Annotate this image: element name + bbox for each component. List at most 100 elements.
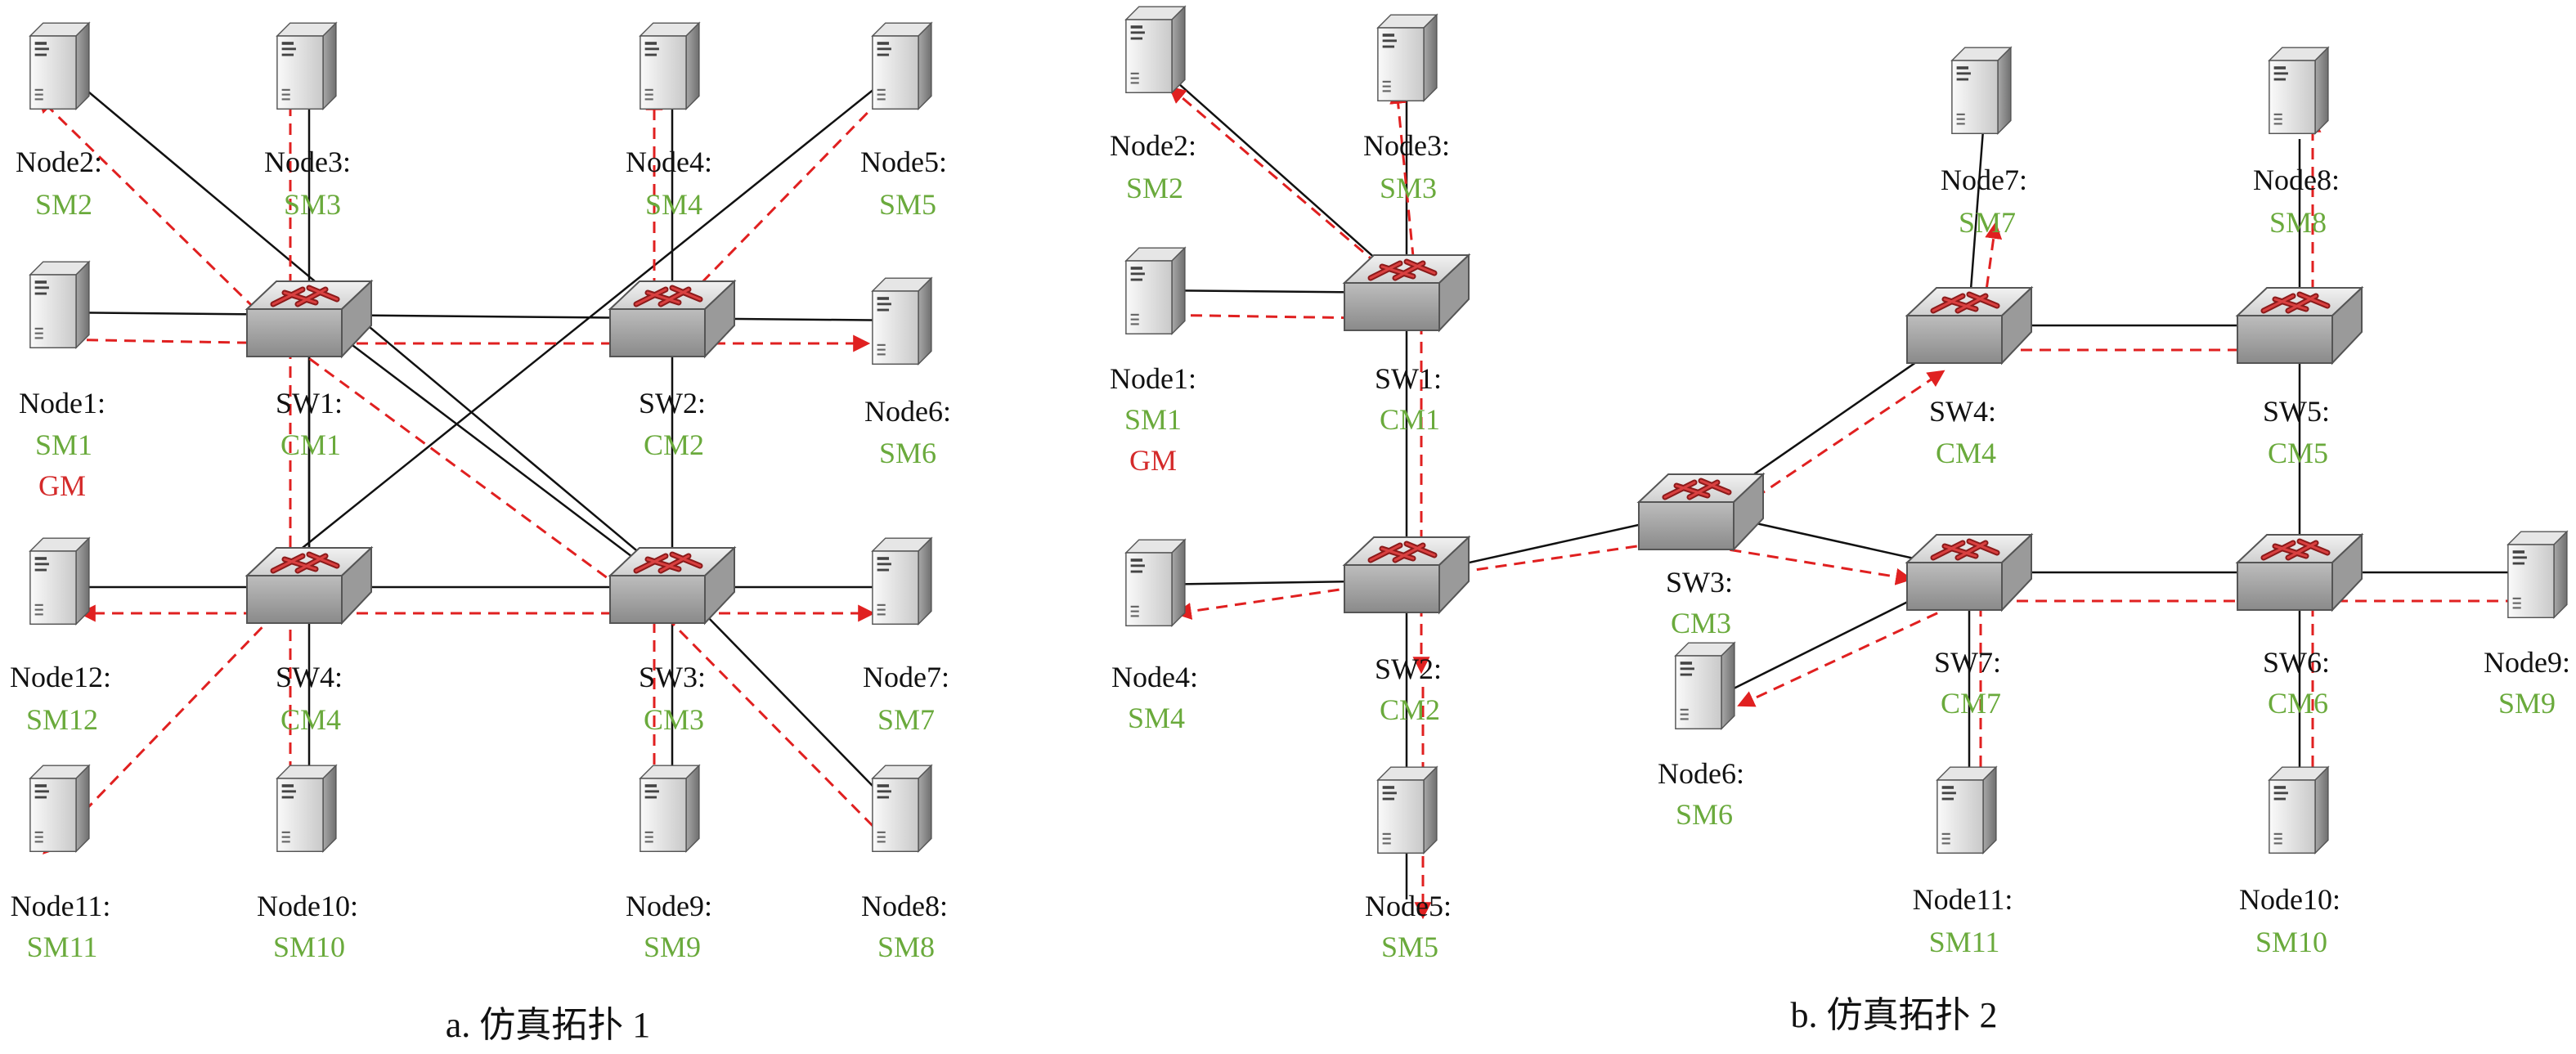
node-label: Node8: SM8 <box>2253 164 2340 239</box>
node-label: Node6: SM6 <box>1658 757 1744 831</box>
server-icon <box>2269 47 2329 134</box>
switch-label: SW1: CM1 <box>276 387 343 461</box>
svg-text:SM7: SM7 <box>877 703 935 736</box>
switch-label: SW5: CM5 <box>2263 395 2330 469</box>
svg-text:GM: GM <box>1129 444 1177 477</box>
svg-text:Node10:: Node10: <box>2239 883 2340 916</box>
svg-text:CM7: CM7 <box>1941 687 2001 720</box>
svg-text:Node9:: Node9: <box>626 890 712 922</box>
svg-text:SW4:: SW4: <box>276 661 343 693</box>
svg-text:SW2:: SW2: <box>639 387 706 419</box>
svg-text:Node1:: Node1: <box>1110 362 1196 395</box>
switch-icon <box>2237 288 2362 363</box>
switch-label: SW4: CM4 <box>276 661 343 736</box>
node-label: Node3: SM3 <box>1363 129 1450 204</box>
svg-text:Node3:: Node3: <box>1363 129 1450 162</box>
node-label: Node9: SM9 <box>2484 646 2570 720</box>
svg-text:CM5: CM5 <box>2268 437 2328 469</box>
svg-text:SW6:: SW6: <box>2263 646 2330 679</box>
svg-text:Node10:: Node10: <box>257 890 358 922</box>
server-icon <box>2269 766 2329 854</box>
server-icon <box>276 765 337 853</box>
node-label: Node12: SM12 <box>10 661 111 736</box>
node-label: Node6: SM6 <box>864 395 951 469</box>
switch-icon <box>610 548 734 623</box>
svg-text:Node5:: Node5: <box>860 146 947 178</box>
sync-arrow <box>1152 310 1423 328</box>
svg-text:SM9: SM9 <box>2498 687 2556 720</box>
svg-text:SW4:: SW4: <box>1929 395 1996 428</box>
switch-label: SW3: CM3 <box>639 661 706 736</box>
svg-text:SM7: SM7 <box>1959 206 2016 239</box>
link <box>308 312 673 588</box>
switch-icon <box>247 548 371 623</box>
svg-text:SW3:: SW3: <box>639 661 706 693</box>
svg-text:Node6:: Node6: <box>1658 757 1744 790</box>
svg-text:CM2: CM2 <box>644 428 704 461</box>
node-label: Node3: SM3 <box>264 146 351 221</box>
server-icon <box>872 277 932 365</box>
server-icon <box>872 765 932 853</box>
svg-text:SW1:: SW1: <box>1375 362 1442 395</box>
svg-text:SM6: SM6 <box>1676 798 1733 831</box>
sync-arrow <box>665 616 890 843</box>
figure-caption: b. 仿真拓扑 2 <box>1791 995 1998 1035</box>
sync-arrow <box>294 346 645 606</box>
node-label: Node4: SM4 <box>1111 661 1198 734</box>
svg-text:SM12: SM12 <box>26 703 98 736</box>
svg-text:Node7:: Node7: <box>863 661 949 693</box>
svg-text:SM4: SM4 <box>1128 702 1185 734</box>
figure-caption: a. 仿真拓扑 1 <box>446 1005 651 1045</box>
server-icon <box>1377 14 1438 101</box>
switch-label: SW6: CM6 <box>2263 646 2330 720</box>
switch-icon <box>1907 288 2031 363</box>
switch-icon <box>610 281 734 357</box>
switch-icon <box>1639 474 1763 549</box>
node-label: Node5: SM5 <box>1365 890 1452 963</box>
svg-text:Node11:: Node11: <box>1913 883 2013 916</box>
switch-icon <box>1907 535 2031 610</box>
svg-text:Node8:: Node8: <box>861 890 948 922</box>
node-label: Node11: SM11 <box>1913 883 2013 958</box>
switch-label: SW1: CM1 <box>1375 362 1442 436</box>
svg-text:Node9:: Node9: <box>2484 646 2570 679</box>
panel-a: Node2: SM2 Node3: SM3 Node4: SM4 Node5: … <box>10 22 951 1045</box>
panel-b: Node2: SM2 Node3: SM3 Node7: SM7 Node8: … <box>1110 6 2570 1035</box>
link <box>253 65 904 588</box>
server-icon <box>640 765 700 853</box>
svg-text:Node5:: Node5: <box>1365 890 1452 922</box>
svg-text:Node3:: Node3: <box>264 146 351 178</box>
node-label: Node1: SM1 GM <box>19 387 105 502</box>
server-icon <box>1936 766 1997 854</box>
svg-text:Node2:: Node2: <box>16 146 102 178</box>
svg-text:Node1:: Node1: <box>19 387 105 419</box>
svg-text:SM2: SM2 <box>1126 172 1183 204</box>
sync-arrow <box>36 96 284 337</box>
server-icon <box>1125 539 1186 626</box>
switch-icon <box>1344 537 1469 612</box>
server-icon <box>872 537 932 625</box>
switch-icon <box>1344 255 1469 330</box>
svg-text:SW1:: SW1: <box>276 387 343 419</box>
link <box>1148 56 1407 287</box>
switch-label: SW3: CM3 <box>1666 566 1733 639</box>
svg-text:Node8:: Node8: <box>2253 164 2340 196</box>
node-label: Node7: SM7 <box>1941 164 2027 239</box>
svg-text:Node7:: Node7: <box>1941 164 2027 196</box>
physical-links <box>48 49 913 826</box>
svg-text:Node4:: Node4: <box>626 146 712 178</box>
server-icon <box>1675 642 1735 729</box>
svg-text:Node12:: Node12: <box>10 661 111 693</box>
server-icon <box>872 22 932 110</box>
server-icon <box>1125 6 1186 93</box>
switch-label: SW2: CM2 <box>639 387 706 461</box>
server-icon <box>29 537 90 625</box>
svg-text:SM5: SM5 <box>1381 931 1438 963</box>
svg-text:CM6: CM6 <box>2268 687 2328 720</box>
sync-paths <box>36 87 892 855</box>
sync-arrow <box>1168 86 1393 278</box>
svg-text:GM: GM <box>38 469 86 502</box>
svg-text:SM10: SM10 <box>2255 926 2327 958</box>
server-icon <box>29 22 90 110</box>
